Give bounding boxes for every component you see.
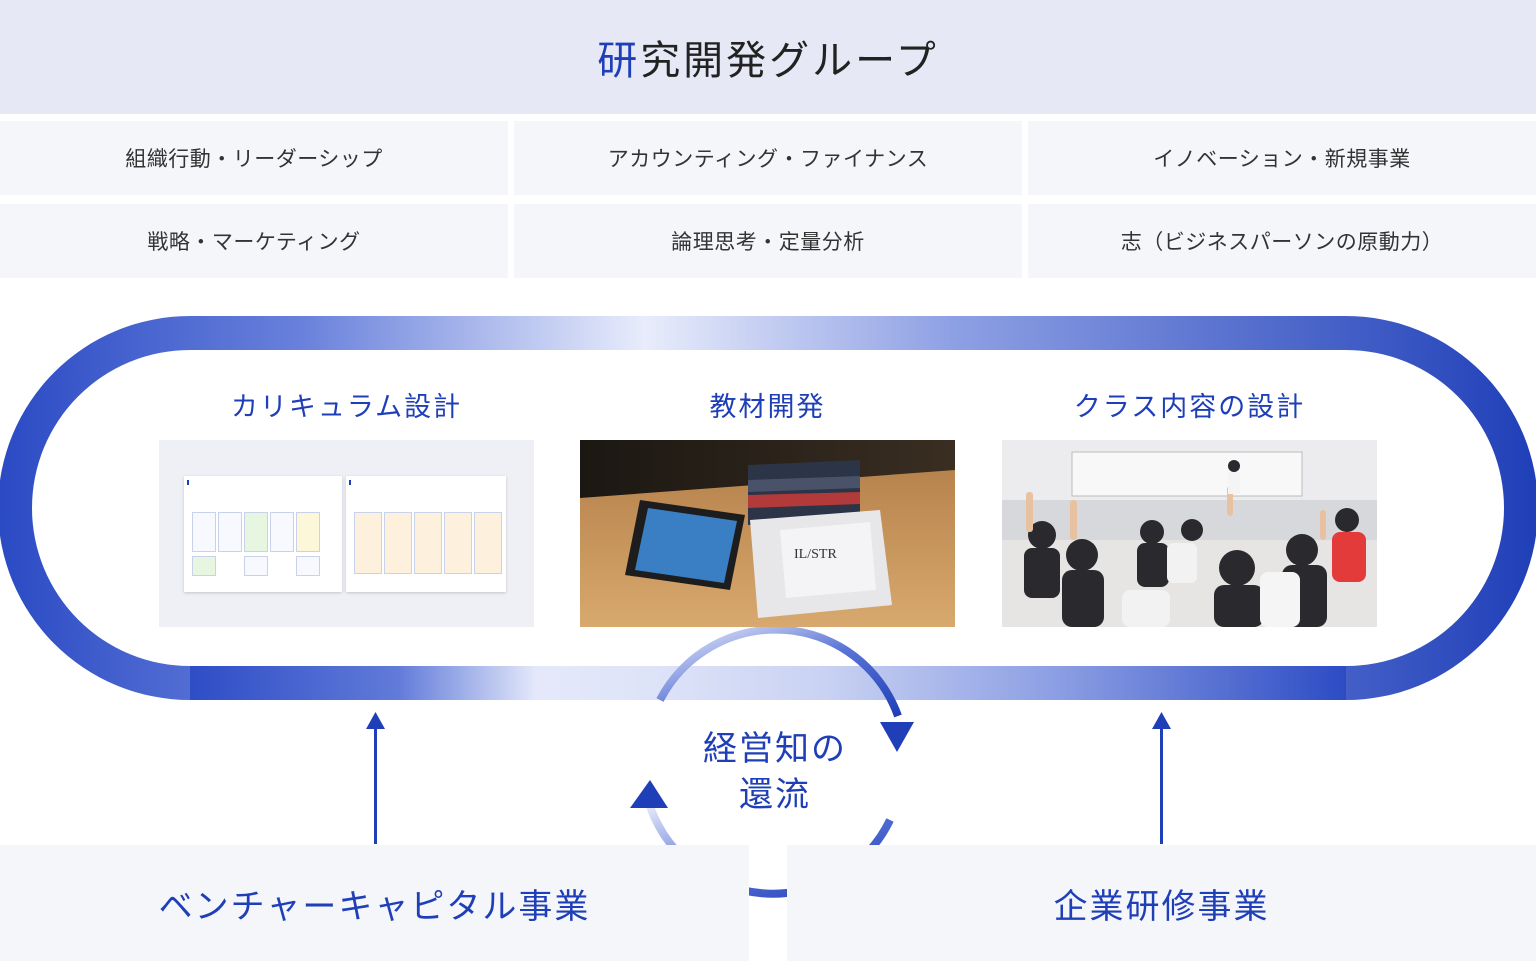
topic-label: 論理思考・定量分析 (671, 230, 865, 254)
source-label-corporate-training: 企業研修事業 (1053, 886, 1270, 927)
page-title-accent: 研 (597, 38, 641, 84)
topic-label: アカウンティング・ファイナンス (607, 147, 929, 171)
cycle-arrowhead-right (880, 722, 914, 752)
up-arrow-right (1152, 712, 1171, 844)
topic-cell-accounting-finance: アカウンティング・ファイナンス (514, 121, 1022, 195)
source-box-venture-capital: ベンチャーキャピタル事業 (0, 845, 749, 961)
slide-thumbnail (346, 476, 506, 592)
topic-label: 組織行動・リーダーシップ (125, 147, 383, 171)
source-label-venture-capital: ベンチャーキャピタル事業 (158, 886, 591, 927)
topic-label: 志（ビジネスパーソンの原動力） (1120, 230, 1444, 254)
topic-cell-organizational-behavior: 組織行動・リーダーシップ (0, 121, 508, 195)
cycle-arrowhead-left (630, 780, 668, 808)
slide-thumbnail (184, 476, 342, 592)
activity-title-materials: 教材開発 (709, 392, 826, 423)
source-box-corporate-training: 企業研修事業 (787, 845, 1536, 961)
header: 研究開発グループ (0, 0, 1536, 114)
topic-cell-aspiration: 志（ビジネスパーソンの原動力） (1028, 204, 1536, 278)
curriculum-slides-image (159, 440, 534, 627)
page-title-rest: 究開発グループ (640, 38, 939, 84)
knowledge-return-line2: 還流 (739, 775, 811, 815)
topic-cell-innovation: イノベーション・新規事業 (1028, 121, 1536, 195)
knowledge-return-label: 経営知の 還流 (665, 726, 885, 818)
classroom-image (1002, 440, 1377, 627)
teaching-materials-image: IL/STR (580, 440, 955, 627)
svg-text:IL/STR: IL/STR (794, 547, 837, 562)
topic-cell-strategy-marketing: 戦略・マーケティング (0, 204, 508, 278)
topic-label: イノベーション・新規事業 (1153, 147, 1411, 171)
topic-label: 戦略・マーケティング (147, 230, 361, 254)
page-title: 研究開発グループ (597, 28, 939, 86)
knowledge-return-line1: 経営知の (703, 729, 847, 769)
up-arrow-left (366, 712, 385, 844)
topic-cell-logical-thinking: 論理思考・定量分析 (514, 204, 1022, 278)
activity-title-curriculum: カリキュラム設計 (230, 392, 463, 423)
activity-title-class-design: クラス内容の設計 (1073, 392, 1306, 423)
